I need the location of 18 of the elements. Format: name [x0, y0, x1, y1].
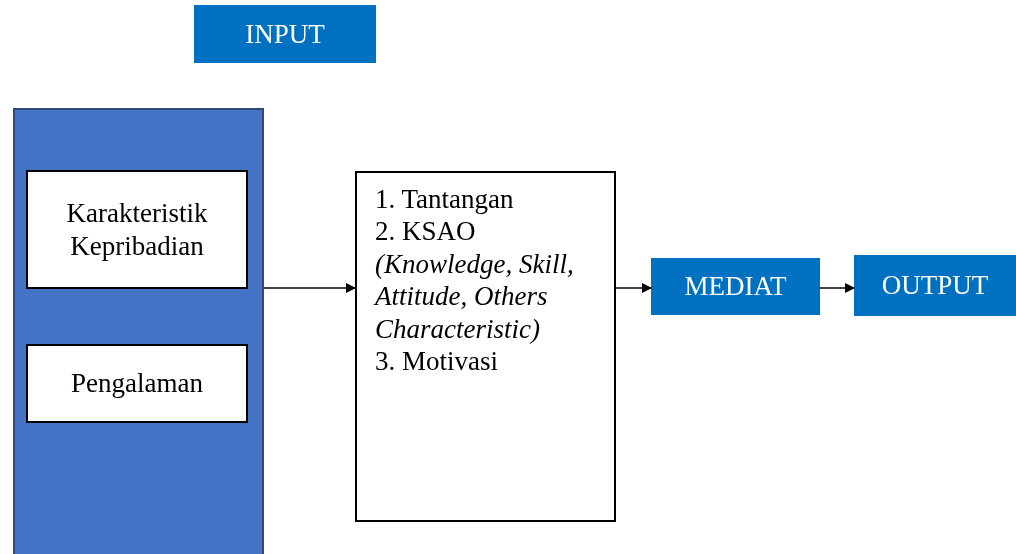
- input-panel: [13, 108, 264, 554]
- mediator-box: [651, 258, 820, 315]
- box-label: MEDIAT: [684, 270, 787, 303]
- list-item: 2. KSAO (Knowledge, Skill, Attitude, Others Characteristic): [375, 215, 575, 345]
- input-box: [194, 5, 376, 63]
- factor-box: [26, 344, 248, 423]
- arrow: [819, 283, 855, 293]
- output-box: [854, 255, 1016, 316]
- list-item: 1. Tantangan: [375, 183, 514, 216]
- box-label: INPUT: [245, 17, 325, 51]
- process-box: [355, 171, 616, 522]
- box-label: OUTPUT: [881, 269, 989, 302]
- arrow: [263, 283, 356, 293]
- list-item: 3. Motivasi: [375, 344, 498, 378]
- box-label: Pengalaman: [71, 367, 203, 400]
- arrow: [615, 283, 652, 293]
- factor-box: [26, 170, 248, 289]
- box-label: Karakteristik Kepribadian: [65, 197, 209, 262]
